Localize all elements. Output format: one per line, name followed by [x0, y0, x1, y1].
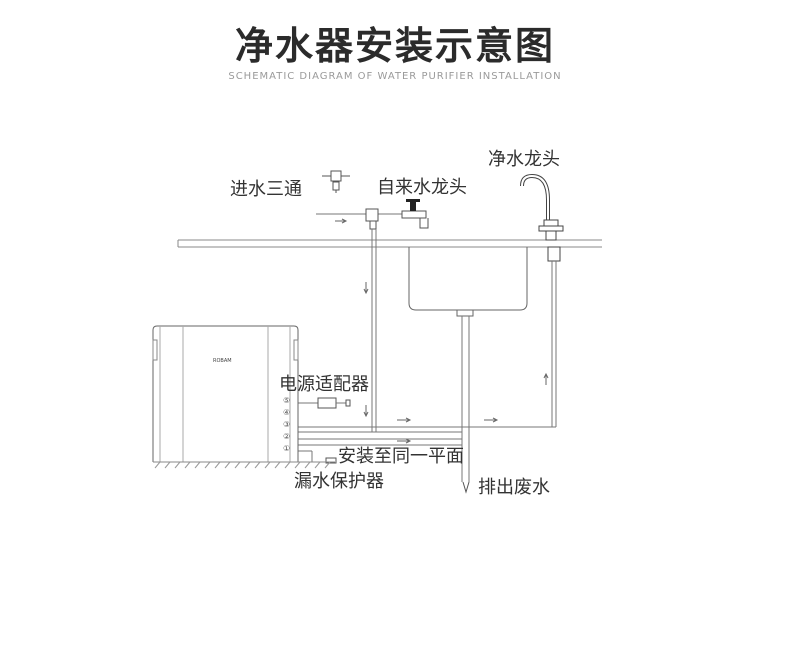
label-inlet-tee: 进水三通 [230, 179, 302, 200]
power-adapter-icon [290, 397, 351, 409]
purified-faucet-icon [520, 173, 564, 262]
label-same-level: 安装至同一平面 [338, 446, 464, 467]
port-3: ③ [283, 420, 290, 429]
tap-faucet-icon [401, 199, 429, 229]
label-drain: 排出废水 [478, 477, 550, 498]
supply-pipe [363, 229, 377, 432]
sink-basin [408, 247, 528, 317]
port-numbers: ⑤ ④ ③ ② ① [283, 396, 290, 453]
page-subtitle: SCHEMATIC DIAGRAM OF WATER PURIFIER INST… [228, 71, 562, 82]
label-leak-protector: 漏水保护器 [294, 471, 384, 492]
purified-water-pipe [543, 261, 557, 427]
label-tap-faucet: 自来水龙头 [377, 177, 467, 198]
inlet-pipe [316, 213, 402, 224]
label-power-adapter: 电源适配器 [279, 374, 369, 395]
port-4: ④ [283, 408, 290, 417]
purifier-unit: ROBAM [152, 325, 299, 462]
floor [153, 461, 335, 469]
label-purified-faucet: 净水龙头 [488, 149, 560, 170]
port-2: ② [283, 432, 290, 441]
drain-pipe [461, 316, 470, 494]
tee-fitting [365, 208, 379, 230]
countertop [177, 239, 602, 248]
inlet-tee-icon [322, 170, 350, 193]
brand-logo: ROBAM [213, 358, 232, 364]
port-1: ① [283, 444, 290, 453]
page-title: 净水器安装示意图 [234, 24, 555, 68]
unit-pipes [290, 417, 556, 462]
port-5: ⑤ [283, 396, 290, 405]
